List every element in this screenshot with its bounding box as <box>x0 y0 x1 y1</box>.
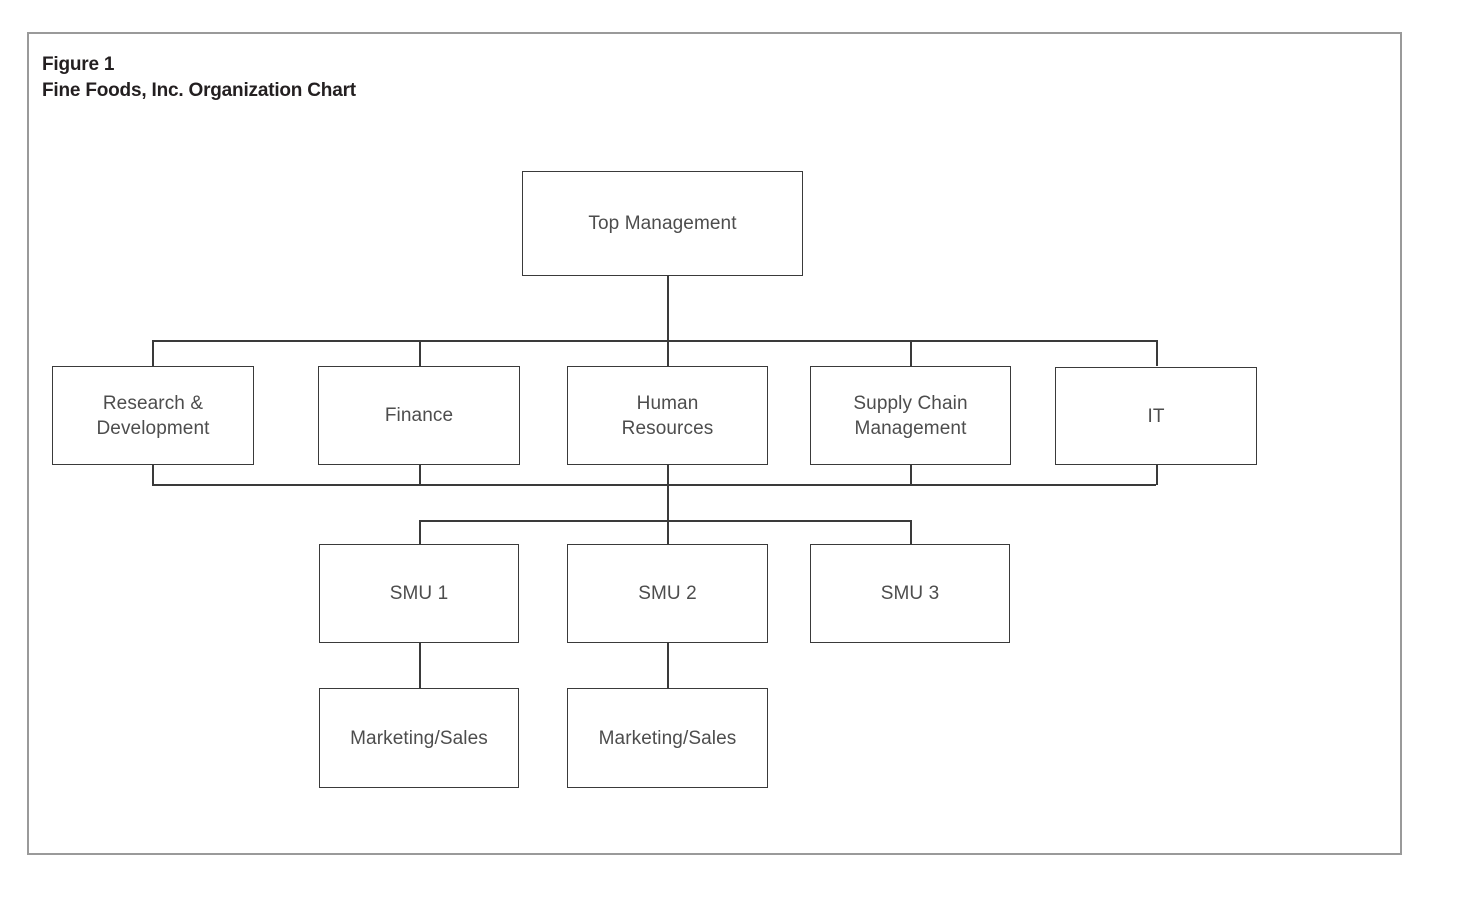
node-marketing-sales-1[interactable]: Marketing/Sales <box>319 688 519 788</box>
connector-level2-collector-bus <box>152 484 1156 486</box>
node-smu-2[interactable]: SMU 2 <box>567 544 768 643</box>
connector-riser-supply-chain-management <box>910 464 912 485</box>
connector-smu-2-to-marketing-sales <box>667 643 669 688</box>
connector-smu-bus <box>419 520 911 522</box>
node-marketing-sales-1-label: Marketing/Sales <box>350 727 488 749</box>
node-smu-1[interactable]: SMU 1 <box>319 544 519 643</box>
node-smu-3[interactable]: SMU 3 <box>810 544 1010 643</box>
connector-smu-1-to-marketing-sales <box>419 643 421 688</box>
node-top-management-label: Top Management <box>588 213 737 234</box>
node-finance[interactable]: Finance <box>318 366 520 465</box>
connector-drop-finance <box>419 340 421 366</box>
node-human-resources[interactable]: Human Resources <box>567 366 768 465</box>
connector-riser-finance <box>419 464 421 485</box>
node-marketing-sales-2-label: Marketing/Sales <box>598 727 737 749</box>
connector-drop-supply-chain-management <box>910 340 912 366</box>
connector-drop-human-resources <box>667 340 669 366</box>
figure-label: Figure 1 <box>42 54 115 75</box>
node-smu-1-label: SMU 1 <box>389 583 449 604</box>
node-smu-3-label: SMU 3 <box>880 583 940 604</box>
node-smu-2-label: SMU 2 <box>638 583 697 604</box>
connector-drop-smu-1 <box>419 520 421 544</box>
node-supply-chain-management-label: Supply Chain Management <box>853 392 968 439</box>
node-top-management[interactable]: Top Management <box>522 171 803 276</box>
connector-level2-bus <box>152 340 1156 342</box>
node-it-label: IT <box>1147 405 1165 427</box>
node-it[interactable]: IT <box>1055 367 1257 465</box>
connector-top-management-stem <box>667 276 669 341</box>
node-marketing-sales-2[interactable]: Marketing/Sales <box>567 688 768 788</box>
connector-drop-it <box>1156 340 1158 366</box>
figure-caption: Figure 1 Fine Foods, Inc. Organization C… <box>42 52 742 104</box>
node-research-development-label: Research & Development <box>96 392 210 439</box>
node-human-resources-label: Human Resources <box>621 392 714 439</box>
connector-drop-research-development <box>152 340 154 366</box>
org-chart-canvas: Top Management Research & Development Fi… <box>29 34 1404 857</box>
node-research-development[interactable]: Research & Development <box>52 366 254 465</box>
node-finance-label: Finance <box>384 405 454 426</box>
connector-riser-research-development <box>152 464 154 485</box>
figure-title: Fine Foods, Inc. Organization Chart <box>42 80 356 101</box>
connector-drop-smu-3 <box>910 520 912 544</box>
figure-frame: Figure 1 Fine Foods, Inc. Organization C… <box>27 32 1402 855</box>
connector-spine-human-resources <box>667 464 669 594</box>
connector-riser-it <box>1156 464 1158 485</box>
node-supply-chain-management[interactable]: Supply Chain Management <box>810 366 1011 465</box>
